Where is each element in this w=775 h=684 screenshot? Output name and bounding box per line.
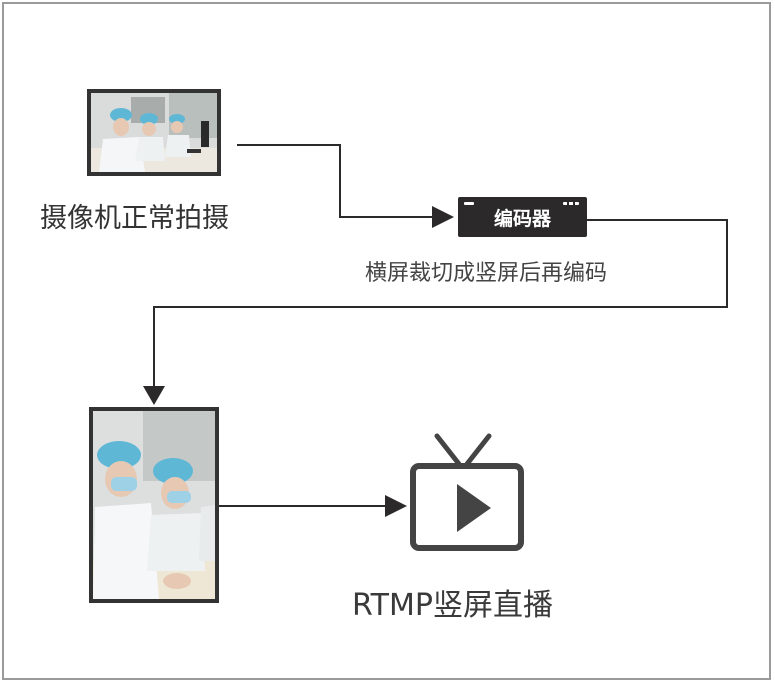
- arrow-head-tv: [385, 495, 407, 517]
- portrait-photo: [89, 407, 219, 603]
- encoder-caption: 横屏裁切成竖屏后再编码: [365, 261, 608, 286]
- arrow-head-portrait: [143, 386, 165, 405]
- tv-play-icon: [410, 433, 524, 551]
- arrow-camera-to-encoder: [237, 144, 450, 218]
- arrow-encoder-to-portrait: [153, 219, 728, 392]
- camera-scene: [91, 93, 217, 172]
- landscape-photo: [87, 89, 221, 176]
- encoder-led-right: [563, 202, 579, 205]
- encoder-box: 编码器: [458, 197, 587, 237]
- arrow-head-encoder: [432, 206, 454, 228]
- encoder-label: 编码器: [493, 207, 551, 230]
- camera-caption: 摄像机正常拍摄: [40, 203, 229, 234]
- output-caption: RTMP竖屏直播: [352, 588, 553, 623]
- encoder-led-left: [464, 202, 474, 205]
- portrait-scene: [93, 411, 215, 599]
